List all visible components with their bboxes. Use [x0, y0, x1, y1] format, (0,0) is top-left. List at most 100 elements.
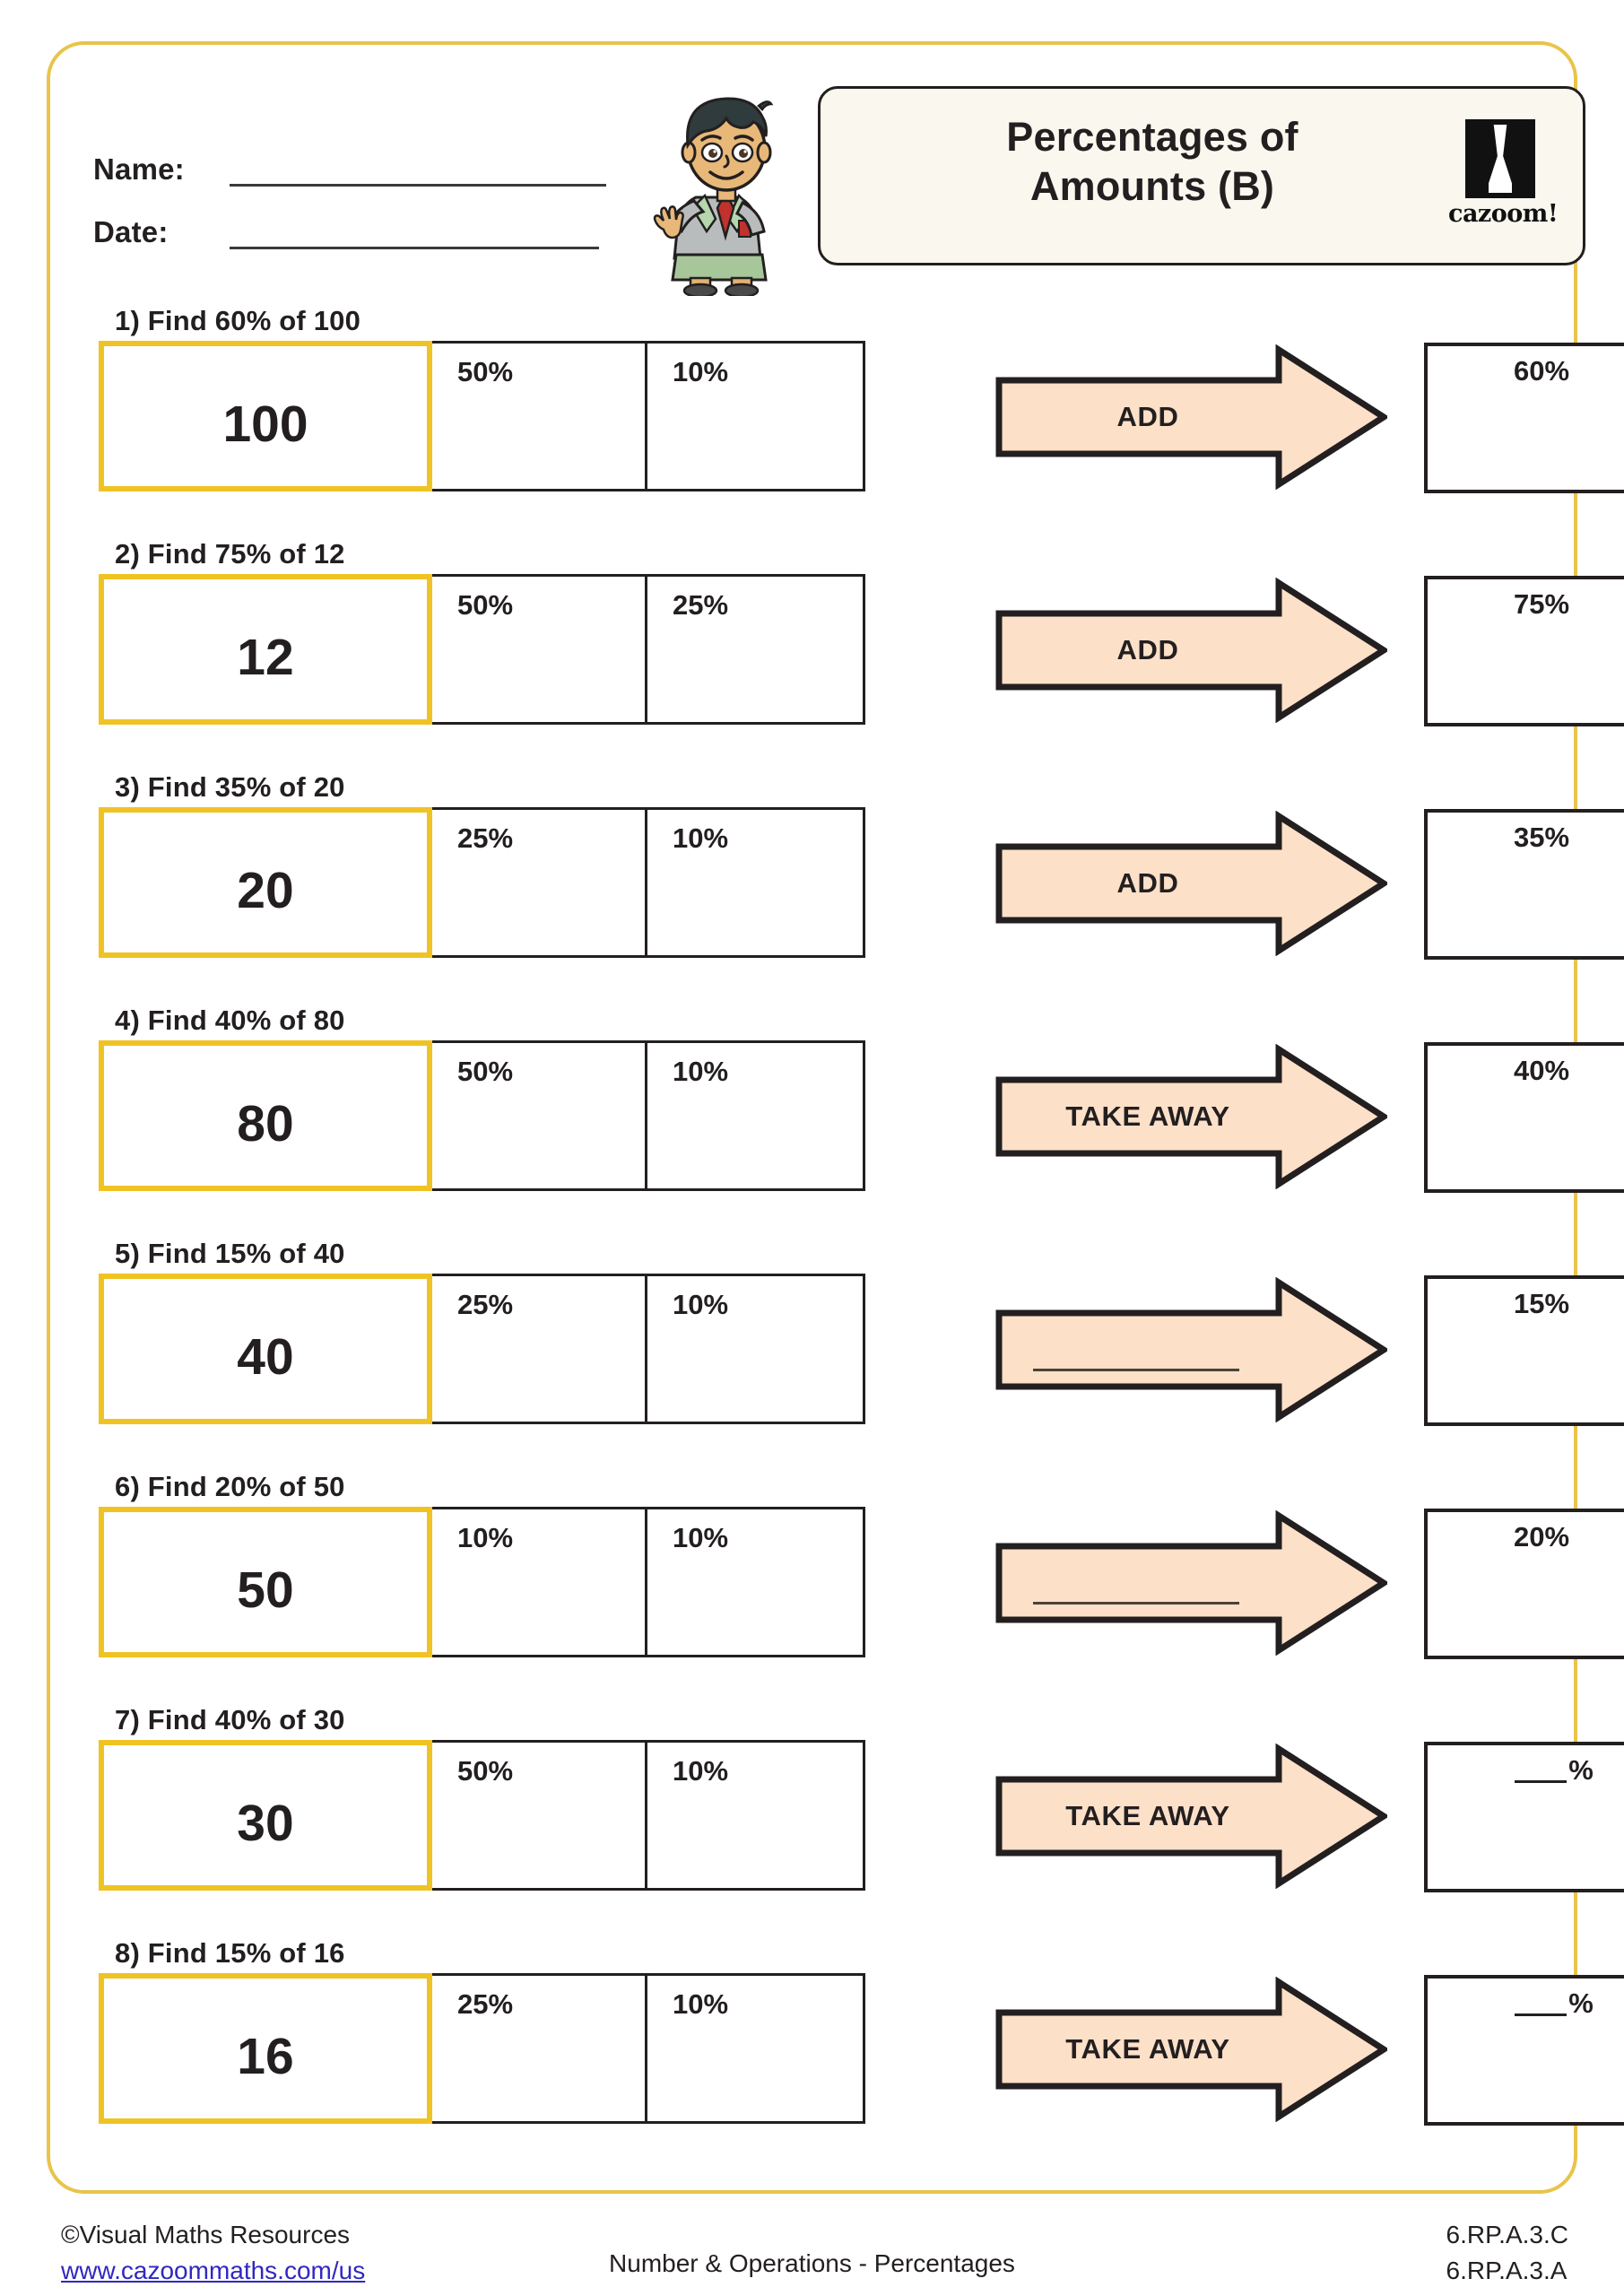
amount-value: 16: [237, 2028, 294, 2085]
percent-work-cell-2[interactable]: 10%: [647, 1040, 865, 1191]
question-prompt: 1) Find 60% of 100: [115, 305, 361, 336]
operation-arrow: TAKE AWAY: [995, 1744, 1387, 1889]
amount-value: 30: [237, 1795, 294, 1852]
arrow-operation-label: ADD: [1116, 401, 1179, 432]
percent-cell-label-1: 50%: [457, 356, 514, 387]
percent-cell-label-2: 10%: [673, 1056, 729, 1087]
name-field-row: Name:: [93, 152, 606, 187]
worksheet-title: Percentages of Amounts (B): [874, 112, 1430, 212]
percent-work-cell-1[interactable]: 50%: [430, 1040, 647, 1191]
answer-blank-line[interactable]: [1515, 2013, 1568, 2016]
amount-value: 40: [237, 1328, 294, 1386]
question-box-group: 12 50% 25%: [99, 574, 865, 725]
name-input-line[interactable]: [230, 161, 606, 187]
amount-box: 80: [99, 1040, 432, 1191]
worksheet-footer: ©Visual Maths Resources www.cazoommaths.…: [0, 2217, 1624, 2296]
question-prompt: 5) Find 15% of 40: [115, 1238, 345, 1269]
cazoom-logo: cazoom!: [1448, 119, 1559, 236]
percent-cell-label-2: 10%: [673, 1289, 729, 1320]
answer-box[interactable]: 15%: [1424, 1275, 1624, 1426]
answer-box[interactable]: %: [1424, 1742, 1624, 1892]
answer-blank-line[interactable]: [1515, 1780, 1568, 1783]
percent-work-cell-1[interactable]: 50%: [430, 574, 647, 725]
percent-cell-label-2: 25%: [673, 589, 729, 621]
percent-cell-label-1: 50%: [457, 589, 514, 621]
percent-work-cell-1[interactable]: 10%: [430, 1507, 647, 1657]
percent-cell-label-2: 10%: [673, 1988, 729, 2020]
question-prompt: 2) Find 75% of 12: [115, 538, 345, 570]
answer-box[interactable]: 40%: [1424, 1042, 1624, 1193]
answer-box[interactable]: 75%: [1424, 576, 1624, 726]
answer-percent-sign: %: [1568, 1754, 1594, 1786]
percent-work-cell-1[interactable]: 50%: [430, 1740, 647, 1891]
answer-percent-label: 40%: [1513, 1055, 1570, 1086]
answer-box[interactable]: %: [1424, 1975, 1624, 2126]
answer-percent-label: %: [1428, 1987, 1624, 2020]
amount-box: 16: [99, 1973, 432, 2124]
amount-box: 40: [99, 1274, 432, 1424]
answer-box[interactable]: 60%: [1424, 343, 1624, 493]
arrow-blank-line[interactable]: [1033, 1369, 1239, 1371]
percent-cell-label-2: 10%: [673, 822, 729, 854]
percent-work-cell-1[interactable]: 25%: [430, 1274, 647, 1424]
answer-box[interactable]: 20%: [1424, 1509, 1624, 1659]
percent-work-cell-1[interactable]: 25%: [430, 807, 647, 958]
percent-work-cell-2[interactable]: 10%: [647, 1973, 865, 2124]
footer-standard-1: 6.RP.A.3.C: [1446, 2221, 1568, 2248]
date-input-line[interactable]: [230, 223, 599, 249]
question-box-group: 50 10% 10%: [99, 1507, 865, 1657]
footer-standards: 6.RP.A.3.C 6.RP.A.3.A: [1446, 2217, 1568, 2289]
question-box-group: 16 25% 10%: [99, 1973, 865, 2124]
arrow-operation-label: TAKE AWAY: [1065, 2033, 1230, 2065]
footer-copyright: ©Visual Maths Resources: [61, 2221, 351, 2248]
percent-cell-label-1: 10%: [457, 1522, 514, 1553]
date-field-row: Date:: [93, 215, 599, 249]
question-row: 5) Find 15% of 40 40 25% 10% 15%: [99, 1238, 1624, 1471]
amount-value: 80: [237, 1095, 294, 1152]
percent-cell-label-2: 10%: [673, 1755, 729, 1787]
date-label: Date:: [93, 215, 169, 248]
answer-percent-label: 75%: [1513, 588, 1570, 620]
percent-work-cell-1[interactable]: 25%: [430, 1973, 647, 2124]
answer-percent-label: 60%: [1513, 355, 1570, 387]
percent-work-cell-2[interactable]: 10%: [647, 1740, 865, 1891]
question-prompt: 7) Find 40% of 30: [115, 1704, 345, 1735]
answer-percent-label: 35%: [1513, 822, 1570, 853]
amount-value: 50: [237, 1561, 294, 1619]
footer-website-link[interactable]: www.cazoommaths.com/us: [61, 2256, 366, 2284]
arrow-operation-label: TAKE AWAY: [1065, 1800, 1230, 1831]
arrow-operation-label: ADD: [1116, 634, 1179, 665]
operation-arrow: [995, 1277, 1387, 1422]
cazoom-logo-wordmark: cazoom!: [1448, 200, 1559, 228]
operation-arrow: [995, 1510, 1387, 1656]
question-box-group: 100 50% 10%: [99, 341, 865, 491]
operation-arrow: ADD: [995, 811, 1387, 956]
question-row: 1) Find 60% of 100 100 50% 10% ADD 60%: [99, 305, 1624, 538]
answer-percent-sign: %: [1568, 1987, 1594, 2019]
worksheet-title-card: Percentages of Amounts (B) cazoom!: [818, 86, 1585, 265]
amount-value: 20: [237, 862, 294, 919]
operation-arrow: TAKE AWAY: [995, 1977, 1387, 2122]
percent-cell-label-1: 50%: [457, 1056, 514, 1087]
percent-cell-label-1: 50%: [457, 1755, 514, 1787]
name-label: Name:: [93, 152, 185, 186]
amount-box: 100: [99, 341, 432, 491]
percent-cell-label-2: 10%: [673, 356, 729, 387]
percent-work-cell-1[interactable]: 50%: [430, 341, 647, 491]
question-row: 2) Find 75% of 12 12 50% 25% ADD 75%: [99, 538, 1624, 771]
amount-value: 12: [237, 629, 294, 686]
percent-work-cell-2[interactable]: 10%: [647, 341, 865, 491]
title-line-1: Percentages of: [1006, 114, 1298, 160]
percent-work-cell-2[interactable]: 10%: [647, 807, 865, 958]
arrow-blank-line[interactable]: [1033, 1602, 1239, 1605]
question-prompt: 6) Find 20% of 50: [115, 1471, 345, 1502]
percent-work-cell-2[interactable]: 10%: [647, 1274, 865, 1424]
question-row: 6) Find 20% of 50 50 10% 10% 20%: [99, 1471, 1624, 1704]
percent-work-cell-2[interactable]: 25%: [647, 574, 865, 725]
percent-work-cell-2[interactable]: 10%: [647, 1507, 865, 1657]
amount-box: 50: [99, 1507, 432, 1657]
answer-box[interactable]: 35%: [1424, 809, 1624, 960]
